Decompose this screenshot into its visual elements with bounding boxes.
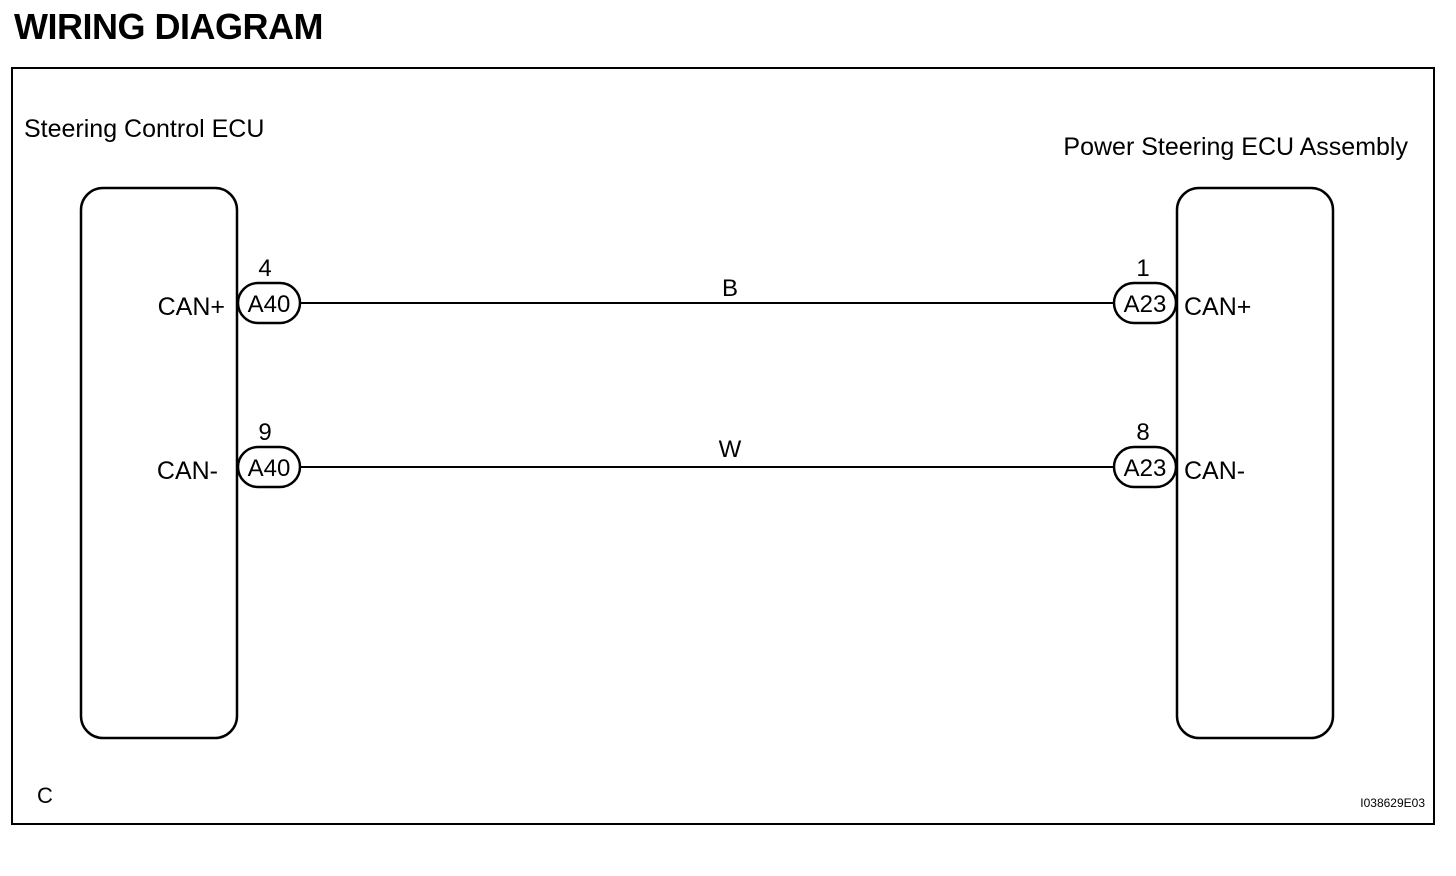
right-connector-label-can-plus: A23 [1124, 291, 1167, 318]
right-connector-label-can-minus: A23 [1124, 455, 1167, 482]
left-terminal-can-minus: CAN- [157, 457, 218, 485]
left-connector-label-can-minus: A40 [248, 455, 291, 482]
right-connector-can-plus [1112, 281, 1178, 325]
diagram-title: WIRING DIAGRAM [14, 6, 323, 47]
right-pin-can-plus: 1 [1136, 255, 1149, 282]
right-connector-can-minus [1112, 445, 1178, 489]
figure-id: I038629E03 [1360, 796, 1425, 810]
left-ecu-box [79, 186, 239, 740]
right-pin-can-minus: 8 [1136, 419, 1149, 446]
right-terminal-can-plus: CAN+ [1184, 293, 1251, 321]
corner-label: C [37, 783, 53, 808]
right-ecu-box [1175, 186, 1335, 740]
left-terminal-can-plus: CAN+ [158, 293, 225, 321]
wire-color-b: B [722, 275, 738, 302]
right-ecu-name: Power Steering ECU Assembly [1063, 133, 1408, 161]
wire-color-w: W [719, 436, 742, 463]
left-connector-can-minus [236, 445, 302, 489]
diagram-frame [11, 67, 1435, 825]
left-pin-can-minus: 9 [258, 419, 271, 446]
left-connector-label-can-plus: A40 [248, 291, 291, 318]
left-pin-can-plus: 4 [258, 255, 271, 282]
right-terminal-can-minus: CAN- [1184, 457, 1245, 485]
left-ecu-name: Steering Control ECU [24, 115, 264, 143]
left-connector-can-plus [236, 281, 302, 325]
